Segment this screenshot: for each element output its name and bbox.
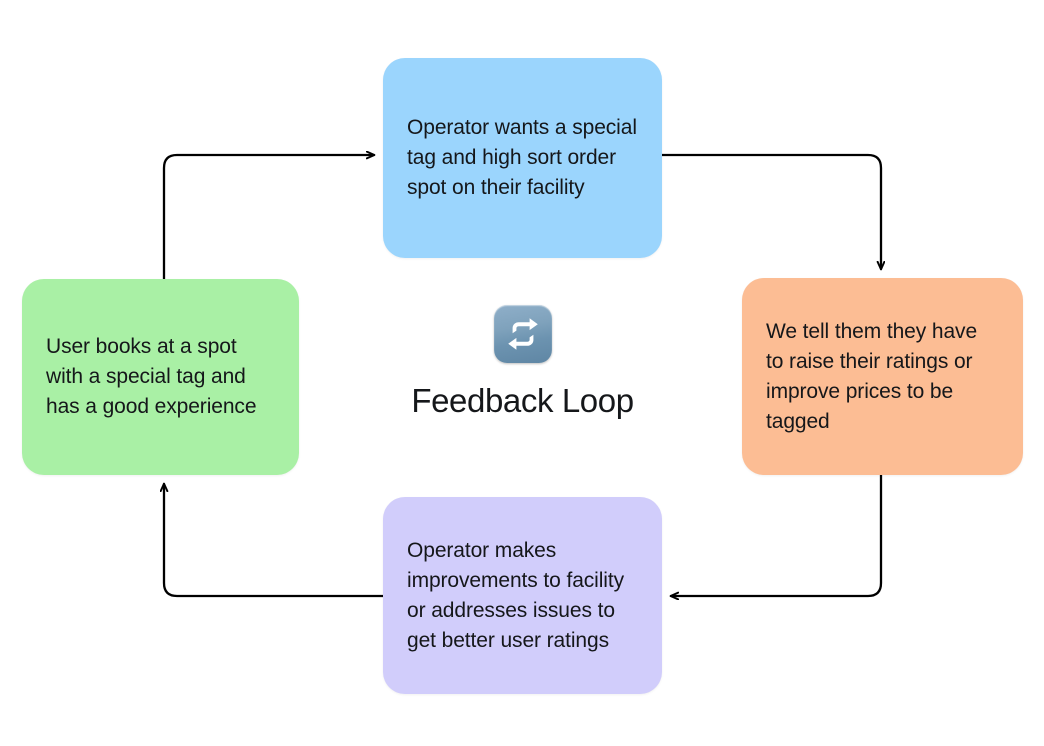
center-cluster: Feedback Loop <box>380 305 665 440</box>
node-operator-wants-label: Operator wants a special tag and high so… <box>407 116 637 199</box>
node-we-tell-them-label: We tell them they have to raise their ra… <box>766 319 978 433</box>
connector-we-tell-them-to-operator-improves <box>671 473 883 596</box>
diagram-title: Feedback Loop <box>411 382 634 419</box>
repeat-loop-glyph <box>507 318 538 350</box>
node-operator-improves-label: Operator makes improvements to facility … <box>407 538 625 652</box>
node-user-books-label: User books at a spot with a special tag … <box>46 335 257 418</box>
node-user-books[interactable]: User books at a spot with a special tag … <box>22 279 299 475</box>
node-we-tell-them[interactable]: We tell them they have to raise their ra… <box>742 278 1023 475</box>
connector-operator-wants-to-we-tell-them <box>660 153 881 269</box>
node-operator-improves[interactable]: Operator makes improvements to facility … <box>383 497 662 694</box>
connector-user-books-to-operator-wants <box>162 155 374 281</box>
connector-operator-improves-to-user-books <box>164 484 385 598</box>
repeat-loop-icon <box>493 305 552 363</box>
node-operator-wants[interactable]: Operator wants a special tag and high so… <box>383 58 662 258</box>
